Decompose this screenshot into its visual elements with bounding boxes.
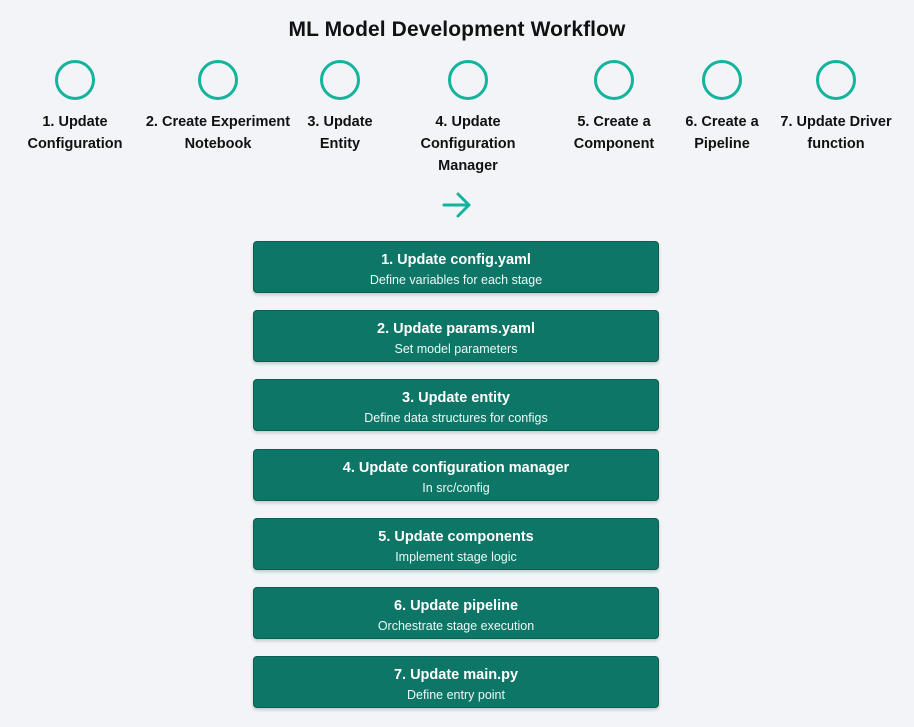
card-description: Define variables for each stage [369, 273, 543, 287]
card-description: Define data structures for configs [364, 411, 548, 425]
step-update-entity[interactable]: 3. Update Entity [260, 60, 420, 155]
card-update-entity[interactable]: 3. Update entity Define data structures … [253, 379, 659, 431]
step-update-configuration-manager[interactable]: 4. Update Configuration Manager [388, 60, 548, 177]
step-update-configuration[interactable]: 1. Update Configuration [0, 60, 155, 155]
arrow-right-icon[interactable] [441, 189, 473, 221]
card-title: 4. Update configuration manager [342, 460, 570, 476]
step-label: 5. Create a Component [573, 114, 655, 152]
step-label: 4. Update Configuration Manager [420, 114, 516, 174]
card-description: Set model parameters [394, 342, 518, 356]
page-title: ML Model Development Workflow [288, 18, 626, 41]
card-title: 5. Update components [378, 529, 534, 545]
step-label: 7. Update Driver function [780, 114, 892, 152]
step-circle-icon [55, 60, 95, 100]
card-description: Implement stage logic [395, 550, 517, 564]
card-update-pipeline[interactable]: 6. Update pipeline Orchestrate stage exe… [253, 587, 659, 639]
step-circle-icon [594, 60, 634, 100]
card-update-configuration-manager[interactable]: 4. Update configuration manager In src/c… [253, 449, 659, 501]
step-circle-icon [702, 60, 742, 100]
step-update-driver-function[interactable]: 7. Update Driver function [756, 60, 914, 155]
card-update-config-yaml[interactable]: 1. Update config.yaml Define variables f… [253, 241, 659, 293]
step-label: 1. Update Configuration [27, 114, 123, 152]
card-title: 1. Update config.yaml [381, 252, 531, 268]
step-create-experiment-notebook[interactable]: 2. Create Experiment Notebook [138, 60, 298, 155]
card-description: In src/config [422, 481, 490, 495]
card-update-main-py[interactable]: 7. Update main.py Define entry point [253, 656, 659, 708]
card-title: 7. Update main.py [393, 667, 519, 683]
step-circle-icon [198, 60, 238, 100]
step-label: 6. Create a Pipeline [685, 114, 759, 152]
step-label: 3. Update Entity [307, 114, 373, 152]
card-description: Define entry point [407, 688, 505, 702]
card-description: Orchestrate stage execution [377, 619, 535, 633]
step-create-pipeline[interactable]: 6. Create a Pipeline [642, 60, 802, 155]
step-circle-icon [320, 60, 360, 100]
card-update-components[interactable]: 5. Update components Implement stage log… [253, 518, 659, 570]
card-title: 2. Update params.yaml [377, 321, 535, 337]
card-update-params-yaml[interactable]: 2. Update params.yaml Set model paramete… [253, 310, 659, 362]
card-title: 3. Update entity [402, 390, 510, 406]
step-circle-icon [816, 60, 856, 100]
step-label: 2. Create Experiment Notebook [145, 114, 291, 152]
card-title: 6. Update pipeline [393, 598, 519, 614]
step-create-component[interactable]: 5. Create a Component [534, 60, 694, 155]
step-circle-icon [448, 60, 488, 100]
